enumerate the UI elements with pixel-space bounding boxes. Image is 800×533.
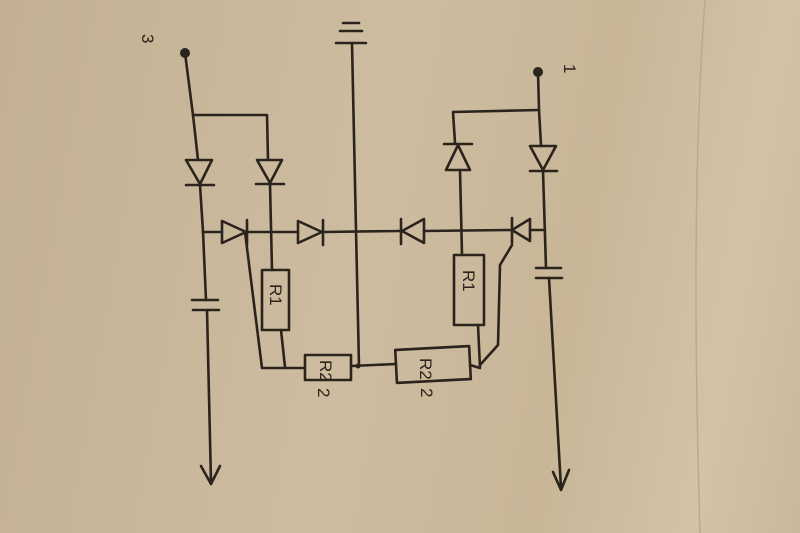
diode-icon: [399, 217, 426, 246]
resistor-label: R2: [416, 358, 435, 380]
terminal-1-label: 1: [560, 64, 579, 73]
paper-edge: [695, 0, 706, 533]
resistor-r1-right: R1: [452, 253, 486, 327]
wire: [478, 243, 514, 367]
resistor-subscript: 2: [417, 388, 436, 397]
wire: [205, 308, 213, 484]
terminal-3: 3: [138, 34, 190, 58]
wire: [350, 41, 361, 368]
wire: [191, 113, 270, 162]
ground-icon: [334, 21, 368, 45]
diode-icon: [184, 158, 216, 187]
wire: [468, 323, 482, 370]
diode-icon: [442, 142, 474, 172]
wire: [321, 229, 402, 234]
diode-icon: [254, 158, 286, 186]
capacitor-icon: [190, 298, 221, 312]
terminal-1: 1: [533, 64, 579, 77]
wire: [279, 328, 287, 369]
wire: [243, 230, 307, 370]
resistor-subscript: 2: [314, 388, 333, 397]
diode-icon: [528, 144, 559, 173]
arrow-down-icon: [199, 464, 222, 486]
resistor-label: R2: [316, 360, 335, 382]
capacitor-icon: [534, 266, 564, 280]
wire: [183, 51, 200, 162]
resistor-r2-left: R2 2: [303, 353, 353, 397]
wire: [268, 182, 274, 272]
resistor-label: R1: [459, 270, 478, 292]
wire: [536, 70, 543, 147]
resistor-label: R1: [266, 284, 285, 306]
diode-icon: [296, 218, 325, 247]
terminal-3-label: 3: [138, 34, 157, 43]
diode-icon: [220, 218, 249, 247]
wire: [422, 228, 512, 233]
wire: [547, 276, 563, 490]
resistor-r2-right: R2 2: [393, 344, 473, 397]
wire: [198, 183, 208, 302]
diode-icon: [510, 216, 532, 245]
wire: [451, 108, 541, 145]
arrow-down-icon: [551, 468, 571, 492]
wire: [458, 168, 464, 257]
wire: [541, 169, 548, 270]
resistor-r1-left: R1: [260, 268, 291, 332]
